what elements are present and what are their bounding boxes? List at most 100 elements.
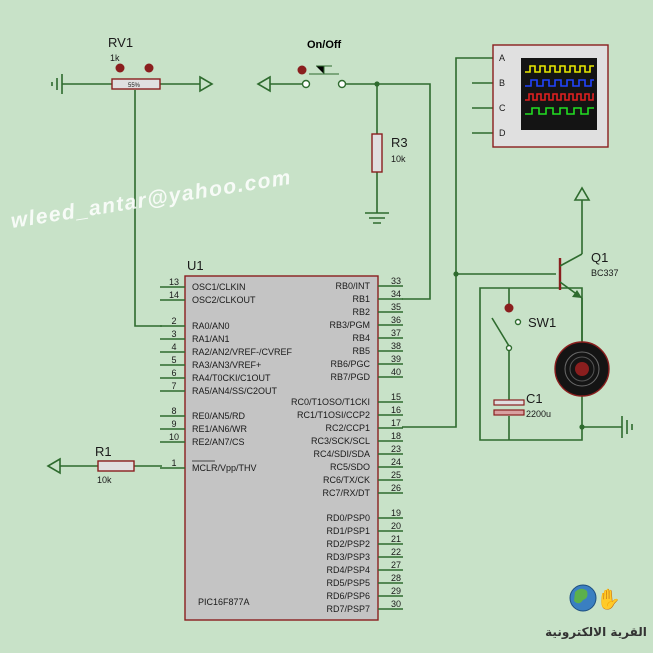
onoff-contact-right <box>337 79 347 89</box>
u1-pin-number-26: 26 <box>391 483 401 493</box>
u1-pin-number-24: 24 <box>391 457 401 467</box>
logo-hand-icon: ✋ <box>596 587 621 611</box>
terminals <box>46 75 591 475</box>
u1-part: PIC16F877A <box>198 597 250 607</box>
u1-pin-number-21: 21 <box>391 534 401 544</box>
c1-plate-bottom <box>493 409 525 416</box>
u1-pin-number-20: 20 <box>391 521 401 531</box>
rv1-value: 1k <box>110 53 120 63</box>
u1-pin-name-6: RA4/T0CKI/C1OUT <box>192 373 271 383</box>
scope-trace-b <box>525 79 594 87</box>
u1-pin-number-37: 37 <box>391 328 401 338</box>
wire-rv1-wiper-ra0 <box>134 90 162 327</box>
resistor-r1[interactable]: R1 10k <box>95 444 135 485</box>
logo-globe-land <box>574 588 588 604</box>
u1-pin-name-37: RB4 <box>352 333 370 343</box>
r3-value: 10k <box>391 154 406 164</box>
u1-pin-number-39: 39 <box>391 354 401 364</box>
sw1-ref: SW1 <box>528 315 556 330</box>
rv1-dot-left <box>115 63 125 73</box>
u1-pin-number-13: 13 <box>169 277 179 287</box>
u1-body <box>184 275 379 621</box>
switch-on-off[interactable]: On/Off <box>297 39 347 89</box>
u1-pin-number-35: 35 <box>391 302 401 312</box>
u1-pin-name-29: RD6/PSP6 <box>326 591 370 601</box>
u1-pin-number-29: 29 <box>391 586 401 596</box>
u1-pin-name-25: RC6/TX/CK <box>323 475 370 485</box>
switch-sw1[interactable]: SW1 <box>491 303 556 352</box>
u1-pin-name-27: RD4/PSP4 <box>326 565 370 575</box>
u1-pin-name-28: RD5/PSP5 <box>326 578 370 588</box>
u1-pin-number-34: 34 <box>391 289 401 299</box>
u1-pin-number-15: 15 <box>391 392 401 402</box>
transistor-q1[interactable]: Q1 BC337 <box>558 250 619 299</box>
u1-pin-number-3: 3 <box>171 329 176 339</box>
u1-pin-number-18: 18 <box>391 431 401 441</box>
u1-pin-number-1: 1 <box>171 458 176 468</box>
u1-pin-name-9: RE1/AN6/WR <box>192 424 248 434</box>
rv1-dot-right <box>144 63 154 73</box>
junction-r3 <box>374 81 380 87</box>
u1-pin-name-23: RC4/SDI/SDA <box>313 449 370 459</box>
dc-motor[interactable] <box>554 341 610 397</box>
r3-ref: R3 <box>391 135 408 150</box>
sw1-contact-top <box>514 318 522 326</box>
c1-ref: C1 <box>526 391 543 406</box>
wire-motor-ground <box>581 396 622 428</box>
u1-pin-number-5: 5 <box>171 355 176 365</box>
u1-pin-name-1: MCLR/Vpp/THV <box>192 463 257 473</box>
scope-trace-c <box>525 93 594 101</box>
r1-body <box>97 460 135 472</box>
onoff-contact-left <box>301 79 311 89</box>
onoff-label: On/Off <box>307 39 342 51</box>
motor-inner-ring <box>564 351 600 387</box>
scope-trace-d <box>525 107 594 115</box>
u1-pin-number-19: 19 <box>391 508 401 518</box>
terminal-arrow-switch <box>256 75 271 93</box>
scope-traces <box>525 65 594 115</box>
u1-pin-name-21: RD2/PSP2 <box>326 539 370 549</box>
watermark-email: wleed_antar@yahoo.com <box>9 166 293 233</box>
u1-pin-name-19: RD0/PSP0 <box>326 513 370 523</box>
u1-pin-name-24: RC5/SDO <box>330 462 370 472</box>
sw1-contact-bottom <box>505 344 513 352</box>
u1-pin-number-7: 7 <box>171 381 176 391</box>
u1-pin-name-30: RD7/PSP7 <box>326 604 370 614</box>
scope-channel-b: B <box>499 78 505 88</box>
u1-pin-number-36: 36 <box>391 315 401 325</box>
u1-pin-number-14: 14 <box>169 290 179 300</box>
resistor-r3[interactable]: R3 10k <box>371 133 408 173</box>
u1-pin-name-33: RB0/INT <box>335 281 370 291</box>
rv1-ref: RV1 <box>108 35 133 50</box>
scope-channel-d: D <box>499 128 506 138</box>
u1-pin-number-30: 30 <box>391 599 401 609</box>
sw1-lever <box>491 317 510 347</box>
scope-trace-a <box>525 65 594 73</box>
u1-pin-name-40: RB7/PGD <box>330 372 370 382</box>
potentiometer-rv1[interactable]: RV1 1k 55% <box>108 35 161 90</box>
u1-pin-name-38: RB5 <box>352 346 370 356</box>
rv1-body <box>111 78 161 90</box>
motor-inner-ring-2 <box>569 356 595 382</box>
oscilloscope[interactable]: A B C D <box>492 44 609 148</box>
u1-pin-name-5: RA3/AN3/VREF+ <box>192 360 261 370</box>
onoff-actuator <box>309 65 339 75</box>
u1-pin-number-8: 8 <box>171 406 176 416</box>
u1-pin-number-40: 40 <box>391 367 401 377</box>
q1-collector-lead <box>559 253 583 267</box>
u1-pin-name-16: RC1/T1OSI/CCP2 <box>297 410 370 420</box>
u1-pin-name-34: RB1 <box>352 294 370 304</box>
junction-motor-ground <box>579 424 585 430</box>
wire-sw1-c1-loop <box>479 287 583 441</box>
sw1-dot <box>504 303 514 313</box>
u1-pin-name-14: OSC2/CLKOUT <box>192 295 256 305</box>
capacitor-c1[interactable]: C1 2200u <box>493 391 551 419</box>
u1-pin-name-15: RC0/T1OSO/T1CKI <box>291 397 370 407</box>
u1-pin-name-3: RA1/AN1 <box>192 334 230 344</box>
u1-pin-number-2: 2 <box>171 316 176 326</box>
u1-pin-number-25: 25 <box>391 470 401 480</box>
wire-scope-a-rc2 <box>402 57 493 428</box>
c1-value: 2200u <box>526 409 551 419</box>
